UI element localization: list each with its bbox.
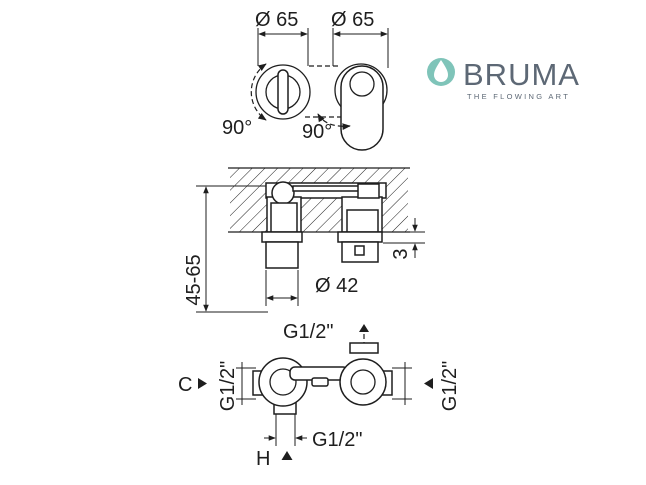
right-diameter-label: Ø 65 (331, 9, 374, 31)
right-rotation-arc (317, 113, 351, 130)
left-valve-body (258, 357, 308, 407)
bruma-logo: BRUMA THE FLOWING ART (427, 57, 580, 101)
hot-label: H (256, 448, 270, 470)
left-knob-handle (277, 69, 289, 115)
right-rotation-label: 90° (302, 121, 332, 143)
pipe-clip (311, 377, 329, 387)
drop-shape (434, 60, 448, 82)
left-rotation-label: 90° (222, 117, 252, 139)
diverter-cartridge (271, 181, 295, 205)
left-knob-escutcheon (255, 64, 311, 120)
right-lever-hub (349, 71, 375, 97)
cold-inlet-arrow (198, 378, 207, 389)
left-stem (270, 202, 298, 233)
left-diameter-label: Ø 65 (255, 9, 298, 31)
right-lever-handle (340, 65, 384, 151)
brand-tagline: THE FLOWING ART (467, 92, 570, 101)
depth-range-label: 45-65 (183, 254, 205, 305)
right-inlet-label: G1/2" (439, 361, 461, 411)
top-outlet-label: G1/2" (283, 321, 333, 343)
right-handle-slot (354, 245, 365, 256)
mixer-cartridge-top (357, 183, 380, 199)
left-cover-plate (261, 231, 303, 243)
left-valve-bore (269, 368, 297, 396)
cold-label: C (178, 374, 192, 396)
right-valve-bore (350, 369, 376, 395)
plate-thickness-label: 3 (390, 248, 412, 259)
left-handle-cylinder (265, 241, 299, 269)
connections-view: G1/2" C G1/2" G1/2" G1/2" (178, 321, 461, 470)
left-rotation-arc (250, 63, 267, 121)
right-inlet-arrow (424, 378, 433, 389)
right-cover-plate (337, 231, 383, 243)
top-view: Ø 65 Ø 65 90° 90° (222, 9, 389, 151)
top-port-stub (349, 342, 379, 354)
bottom-inlet-label: G1/2" (312, 429, 362, 451)
right-stem (346, 209, 379, 233)
left-inlet-label: G1/2" (217, 361, 239, 411)
side-view: 45-65 3 Ø 42 (183, 167, 425, 313)
hot-inlet-arrow (281, 451, 293, 460)
top-outlet-arrow (359, 324, 369, 332)
cartridge-diameter-label: Ø 42 (315, 275, 358, 297)
right-valve-body (339, 358, 387, 406)
brand-name: BRUMA (463, 57, 580, 92)
